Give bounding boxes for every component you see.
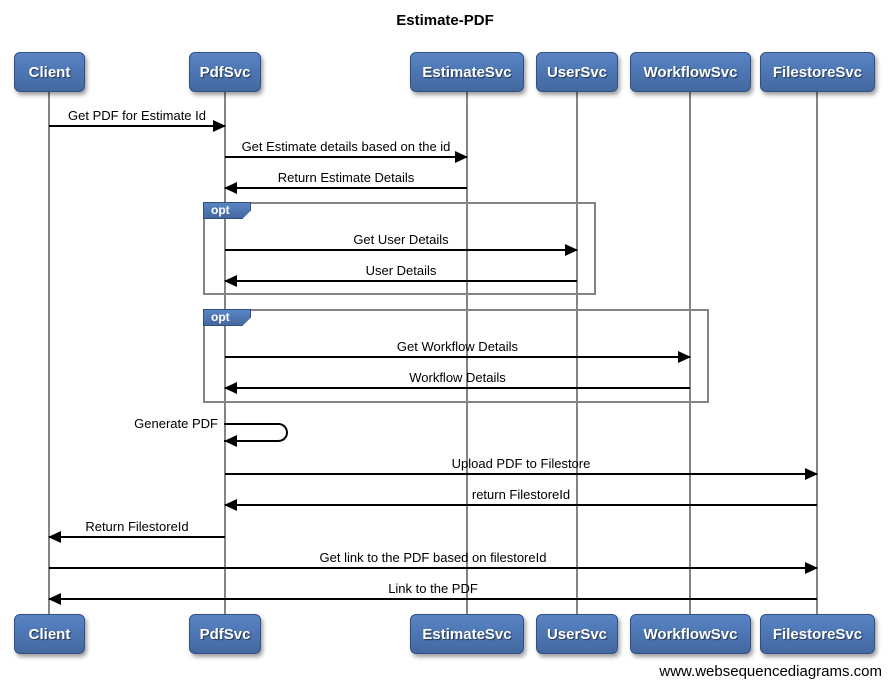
message-return-estimate-details: Return Estimate Details bbox=[224, 169, 467, 194]
message-label: Upload PDF to Filestore bbox=[451, 456, 591, 471]
actor-filestoresvc-top: FilestoreSvc bbox=[760, 52, 875, 92]
actor-workflowsvc-top: WorkflowSvc bbox=[630, 52, 751, 92]
message-get-user-details: Get User Details bbox=[225, 231, 578, 256]
actor-workflowsvc-bottom: WorkflowSvc bbox=[630, 614, 751, 654]
message-get-workflow-details: Get Workflow Details bbox=[225, 338, 691, 363]
message-label: User Details bbox=[365, 263, 437, 278]
actor-usersvc-bottom: UserSvc bbox=[536, 614, 618, 654]
message-workflow-details: Workflow Details bbox=[224, 369, 690, 394]
actor-estimatesvc-top: EstimateSvc bbox=[410, 52, 524, 92]
arrowhead bbox=[224, 275, 237, 287]
arrowhead bbox=[48, 531, 61, 543]
arrowhead bbox=[224, 182, 237, 194]
arrowhead bbox=[224, 499, 237, 511]
lifeline-filestoresvc bbox=[816, 92, 818, 614]
lifeline-estimatesvc bbox=[466, 92, 468, 614]
message-upload-pdf: Upload PDF to Filestore bbox=[225, 455, 818, 480]
arrowhead bbox=[213, 120, 226, 132]
self-message-loop bbox=[224, 423, 288, 442]
message-get-pdf-for-estimate-id: Get PDF for Estimate Id bbox=[49, 107, 226, 132]
message-return-filestoreid-to-client: Return FilestoreId bbox=[48, 518, 225, 543]
opt-fragment-workflow-label: opt bbox=[203, 309, 251, 326]
arrowhead bbox=[805, 468, 818, 480]
arrowhead bbox=[678, 351, 691, 363]
opt-fragment-workflow bbox=[203, 309, 709, 403]
arrow-line bbox=[225, 351, 691, 363]
actor-filestoresvc-bottom: FilestoreSvc bbox=[760, 614, 875, 654]
arrow-line bbox=[225, 468, 818, 480]
message-label: Return FilestoreId bbox=[85, 519, 189, 534]
message-generate-pdf-label: Generate PDF bbox=[134, 416, 218, 431]
arrow-line bbox=[224, 382, 690, 394]
message-label: Get link to the PDF based on filestoreId bbox=[319, 550, 547, 565]
actor-usersvc-top: UserSvc bbox=[536, 52, 618, 92]
message-label: Return Estimate Details bbox=[277, 170, 415, 185]
message-label: return FilestoreId bbox=[471, 487, 571, 502]
message-get-link-to-pdf: Get link to the PDF based on filestoreId bbox=[49, 549, 818, 574]
arrow-line bbox=[224, 275, 577, 287]
message-label: Link to the PDF bbox=[388, 581, 478, 596]
arrow-line bbox=[48, 531, 225, 543]
message-get-estimate-details: Get Estimate details based on the id bbox=[225, 138, 468, 163]
arrowhead bbox=[224, 382, 237, 394]
message-link-to-pdf: Link to the PDF bbox=[48, 580, 817, 605]
lifeline-client bbox=[48, 92, 50, 614]
message-return-filestoreid-to-pdfsvc: return FilestoreId bbox=[224, 486, 817, 511]
arrowhead bbox=[565, 244, 578, 256]
arrowhead bbox=[455, 151, 468, 163]
actor-pdfsvc-top: PdfSvc bbox=[189, 52, 261, 92]
arrow-line bbox=[225, 244, 578, 256]
actor-pdfsvc-bottom: PdfSvc bbox=[189, 614, 261, 654]
arrow-line bbox=[49, 562, 818, 574]
arrowhead bbox=[224, 435, 237, 447]
websequencediagrams-watermark: www.websequencediagrams.com bbox=[659, 663, 882, 680]
message-label: Get User Details bbox=[353, 232, 449, 247]
arrowhead bbox=[48, 593, 61, 605]
arrow-line bbox=[224, 499, 817, 511]
message-label: Get Estimate details based on the id bbox=[241, 139, 451, 154]
arrow-line bbox=[49, 120, 226, 132]
actor-estimatesvc-bottom: EstimateSvc bbox=[410, 614, 524, 654]
arrow-line bbox=[224, 182, 467, 194]
arrowhead bbox=[805, 562, 818, 574]
actor-client-bottom: Client bbox=[14, 614, 85, 654]
actor-client-top: Client bbox=[14, 52, 85, 92]
lifeline-usersvc bbox=[576, 92, 578, 614]
arrow-line bbox=[48, 593, 817, 605]
diagram-title: Estimate-PDF bbox=[396, 12, 494, 29]
message-label: Workflow Details bbox=[409, 370, 506, 385]
lifeline-pdfsvc bbox=[224, 92, 226, 614]
message-label: Get PDF for Estimate Id bbox=[68, 108, 206, 123]
message-label: Get Workflow Details bbox=[396, 339, 519, 354]
arrow-line bbox=[225, 151, 468, 163]
message-user-details: User Details bbox=[224, 262, 577, 287]
opt-fragment-user bbox=[203, 202, 596, 295]
opt-fragment-user-label: opt bbox=[203, 202, 251, 219]
